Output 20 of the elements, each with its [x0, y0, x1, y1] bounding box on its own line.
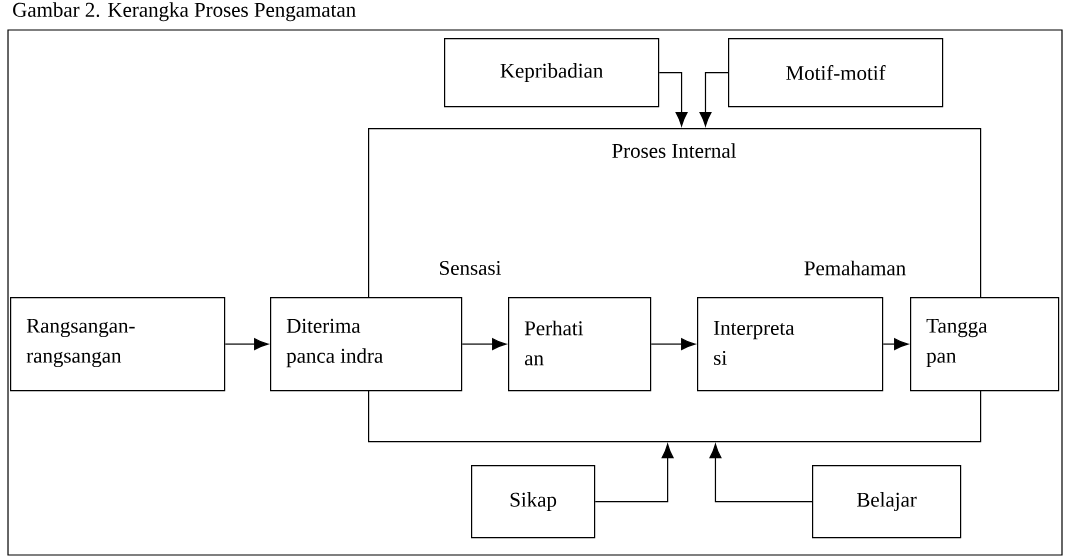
arrow — [882, 338, 909, 351]
process-box: Sikap — [471, 465, 596, 539]
arrow — [709, 443, 813, 503]
arrow — [461, 338, 507, 351]
arrow — [650, 338, 696, 351]
figure-title: Gambar 2. Kerangka Proses Pengamatan — [13, 2, 356, 22]
stage-label: Pemahaman — [804, 260, 906, 276]
process-box: Diterima panca indra — [270, 297, 463, 392]
process-box: Rangsangan- rangsangan — [10, 297, 226, 392]
arrow — [699, 72, 729, 127]
process-box: Perhati an — [508, 297, 652, 392]
process-box: Motif-motif — [728, 38, 944, 108]
process-box: Belajar — [812, 465, 962, 539]
arrow — [658, 72, 688, 127]
process-box: Kepribadian — [444, 38, 660, 108]
stage-label: Sensasi — [440, 260, 501, 275]
process-box: Tangga pan — [910, 297, 1060, 392]
arrow — [224, 338, 269, 351]
process-box: Interpreta si — [697, 297, 884, 392]
arrow — [594, 443, 674, 503]
